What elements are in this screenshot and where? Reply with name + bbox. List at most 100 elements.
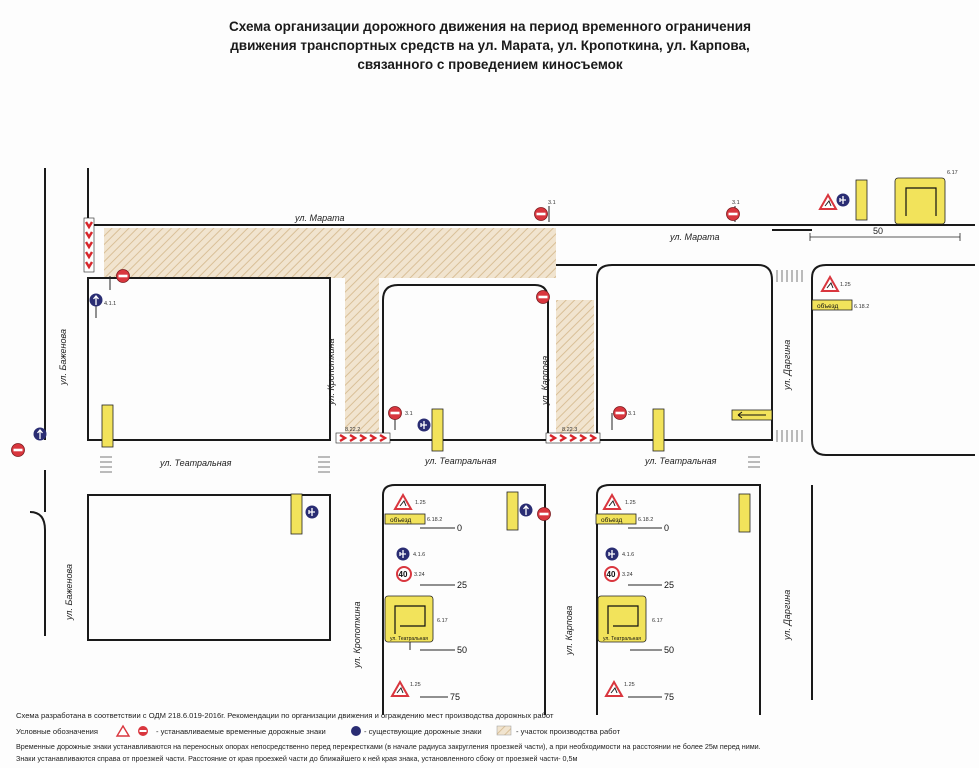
detour-plate-ka: объезд: [595, 513, 637, 525]
svg-text:3.1: 3.1: [405, 411, 413, 417]
sign-prohibit-marata-2: [726, 207, 740, 221]
detour-plate-teatr: [731, 409, 773, 421]
chevron-barrier-marata: [82, 216, 96, 274]
sign-prohibit-karpova: [613, 406, 627, 420]
street-marata-right: ул. Марата: [669, 232, 720, 242]
svg-text:3.1: 3.1: [548, 200, 556, 206]
legend-work: - участок производства работ: [516, 727, 621, 736]
scheme-plate-ka: ул. Театральная: [597, 595, 647, 643]
svg-text:6.18.2: 6.18.2: [427, 517, 442, 523]
sign-prohibit-karpova-top: [536, 290, 550, 304]
scheme-title: Схема организации дорожного движения на …: [150, 17, 830, 74]
street-dargina-top: ул. Даргина: [782, 340, 792, 391]
street-kropotkina-bottom: ул. Кропоткина: [352, 602, 362, 669]
sign-warn-ka-2: [605, 681, 623, 697]
svg-text:6.17: 6.17: [652, 618, 663, 624]
title-line-3: связанного с проведением киносъемок: [357, 57, 623, 72]
svg-text:3.24: 3.24: [414, 572, 425, 578]
svg-text:1.25: 1.25: [624, 682, 635, 688]
detour-vertical-t3: [738, 493, 751, 533]
detour-plate-kr: объезд: [384, 513, 426, 525]
distance-50-marker: [809, 233, 961, 241]
distance-0-ka: 0: [664, 523, 669, 533]
svg-text:1.25: 1.25: [415, 500, 426, 506]
detour-vertical-b1: [101, 404, 114, 448]
svg-text:объезд: объезд: [817, 302, 838, 310]
svg-text:1.25: 1.25: [625, 500, 636, 506]
sign-speed-ka: 40: [604, 566, 620, 582]
sign-blue-t1: [304, 504, 320, 520]
street-bazhenova-top: ул. Баженова: [58, 329, 68, 386]
sign-blue-kr: [416, 417, 432, 433]
legend-label: Условные обозначения: [16, 727, 99, 736]
svg-text:8.22.3: 8.22.3: [562, 427, 577, 433]
work-zone-marata: [104, 228, 556, 278]
svg-text:6.18.2: 6.18.2: [638, 517, 653, 523]
detour-vertical-t2: [506, 491, 519, 531]
legend-temp: - устанавливаемые временные дорожные зна…: [156, 727, 326, 736]
distance-25-kr: 25: [457, 580, 467, 590]
sign-prohibit-ka-mid: [537, 507, 551, 521]
distance-50-ka: 50: [664, 645, 674, 655]
detour-vertical-ka: [652, 408, 665, 452]
sign-blue-t2: [518, 502, 534, 518]
legend-symbols: [115, 724, 512, 737]
sign-blue-kr2: [395, 546, 411, 562]
svg-text:40: 40: [399, 570, 408, 579]
detour-vertical-marata: [855, 179, 868, 221]
street-dargina-bottom: ул. Даргина: [782, 590, 792, 641]
detour-vertical-t1: [290, 493, 303, 535]
sign-warn-marata: [819, 194, 837, 210]
legend-row: Условные обозначения - устанавливаемые в…: [16, 727, 620, 736]
street-kropotkina-top: ул. Кропоткина: [326, 339, 336, 406]
svg-text:8.22.2: 8.22.2: [345, 427, 360, 433]
street-teatralnaya-1: ул. Театральная: [159, 458, 232, 468]
distance-75-kr: 75: [450, 692, 460, 702]
distance-0-kr: 0: [457, 523, 462, 533]
street-karpova-top: ул. Карпова: [540, 356, 550, 406]
sign-warn-dargina: [821, 276, 839, 292]
svg-text:объезд: объезд: [390, 516, 411, 524]
svg-text:40: 40: [607, 570, 616, 579]
svg-text:6.18.2: 6.18.2: [854, 304, 869, 310]
street-teatralnaya-3: ул. Театральная: [644, 456, 717, 466]
svg-text:3.24: 3.24: [622, 572, 633, 578]
sign-warn-kr-1: [394, 494, 412, 510]
street-teatralnaya-2: ул. Театральная: [424, 456, 497, 466]
svg-text:6.17: 6.17: [437, 618, 448, 624]
svg-text:ул. Театральная: ул. Театральная: [390, 636, 428, 642]
sign-prohibit-kropotkina: [388, 406, 402, 420]
street-bazhenova-bottom: ул. Баженова: [64, 564, 74, 621]
svg-text:4.1.1: 4.1.1: [104, 301, 116, 307]
svg-text:4.1.6: 4.1.6: [413, 552, 425, 558]
distance-50-kr: 50: [457, 645, 467, 655]
chevron-barrier-karpova: [544, 431, 602, 445]
svg-text:1.25: 1.25: [410, 682, 421, 688]
svg-text:ул. Театральная: ул. Театральная: [603, 636, 641, 642]
sign-prohibit-marata-1: [534, 207, 548, 221]
crosswalks: [100, 270, 803, 473]
scheme-plate-topright: [894, 177, 946, 225]
svg-text:1.25: 1.25: [840, 282, 851, 288]
svg-text:3.1: 3.1: [628, 411, 636, 417]
sign-prohibit-left: [11, 443, 25, 457]
svg-text:4.1.6: 4.1.6: [622, 552, 634, 558]
legend-existing: - существующие дорожные знаки: [364, 727, 482, 736]
chevron-barrier-kropotkina: [334, 431, 392, 445]
svg-text:3.1: 3.1: [732, 200, 740, 206]
distance-75-ka: 75: [664, 692, 674, 702]
road-edges: [29, 168, 975, 715]
title-line-1: Схема организации дорожного движения на …: [229, 19, 751, 34]
scheme-plate-kr: ул. Театральная: [384, 595, 434, 643]
svg-text:6.17: 6.17: [947, 170, 958, 176]
sign-warn-kr-2: [391, 681, 409, 697]
work-zone-kropotkina: [345, 262, 379, 434]
sign-blue-left: [32, 426, 48, 442]
legend-line-3: Временные дорожные знаки устанавливаются…: [16, 742, 761, 751]
sign-blue-marata: [835, 192, 851, 208]
legend-line-1: Схема разработана в соответствии с ОДМ 2…: [16, 711, 554, 720]
street-karpova-bottom: ул. Карпова: [564, 606, 574, 656]
detour-plate-dargina: объезд: [811, 299, 853, 311]
